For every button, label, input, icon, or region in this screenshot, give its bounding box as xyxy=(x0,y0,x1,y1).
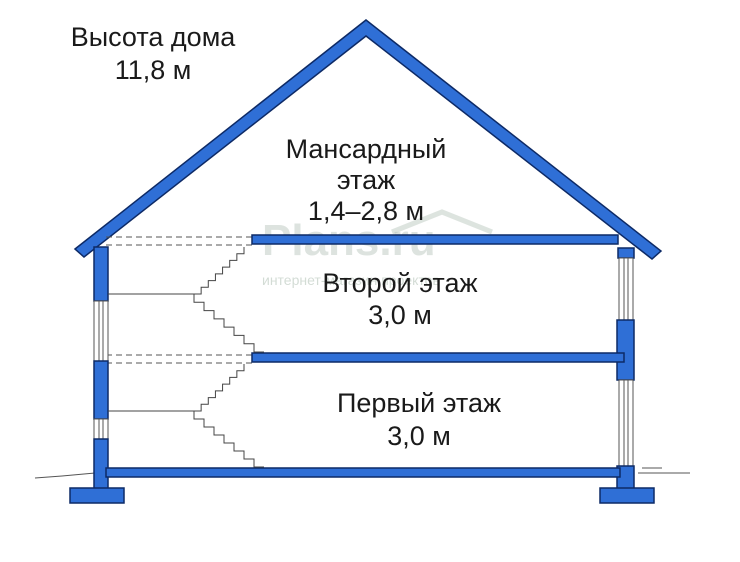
left-wall xyxy=(93,246,109,490)
left-wall-segment xyxy=(93,438,109,490)
ground-line xyxy=(34,467,690,479)
left-footing xyxy=(69,487,125,504)
attic-floor-label-line2: этаж xyxy=(337,165,395,195)
left-wall-segment xyxy=(93,360,109,420)
foundation xyxy=(69,487,655,504)
watermark-tagline: интернет-магазин проектов xyxy=(262,272,440,288)
roof xyxy=(73,19,663,260)
right-wall-cap xyxy=(617,247,635,259)
watermark-roof-icon xyxy=(391,209,493,235)
lower-staircase xyxy=(193,364,264,468)
second-floor-slab xyxy=(251,352,625,363)
right-wall xyxy=(616,247,635,490)
house-height-title: Высота дома xyxy=(71,22,237,52)
first-floor-height: 3,0 м xyxy=(387,421,451,451)
stairs xyxy=(108,247,264,468)
first-floor-label: Первый этаж xyxy=(337,388,501,418)
left-window-upper xyxy=(93,300,109,362)
left-wall-segment xyxy=(93,246,109,302)
ground-floor-slab xyxy=(105,467,621,478)
right-wall-segment xyxy=(616,319,635,381)
labels: Высота дома 11,8 м Мансардный этаж 1,4–2… xyxy=(71,22,501,451)
second-floor-height: 3,0 м xyxy=(368,300,432,330)
right-footing xyxy=(599,487,655,504)
upper-staircase xyxy=(193,247,264,353)
right-window-upper xyxy=(618,257,634,321)
second-floor-label: Второй этаж xyxy=(322,268,477,298)
left-window-lower xyxy=(93,418,109,440)
attic-floor-height: 1,4–2,8 м xyxy=(308,196,424,226)
dashed-ceiling-lines xyxy=(106,236,252,364)
attic-floor-label-line1: Мансардный xyxy=(286,134,447,164)
roof-gable xyxy=(73,19,663,260)
floor-slabs xyxy=(105,234,625,478)
right-window-lower xyxy=(618,379,634,467)
house-height-value: 11,8 м xyxy=(115,55,192,85)
attic-floor-slab xyxy=(251,234,619,245)
